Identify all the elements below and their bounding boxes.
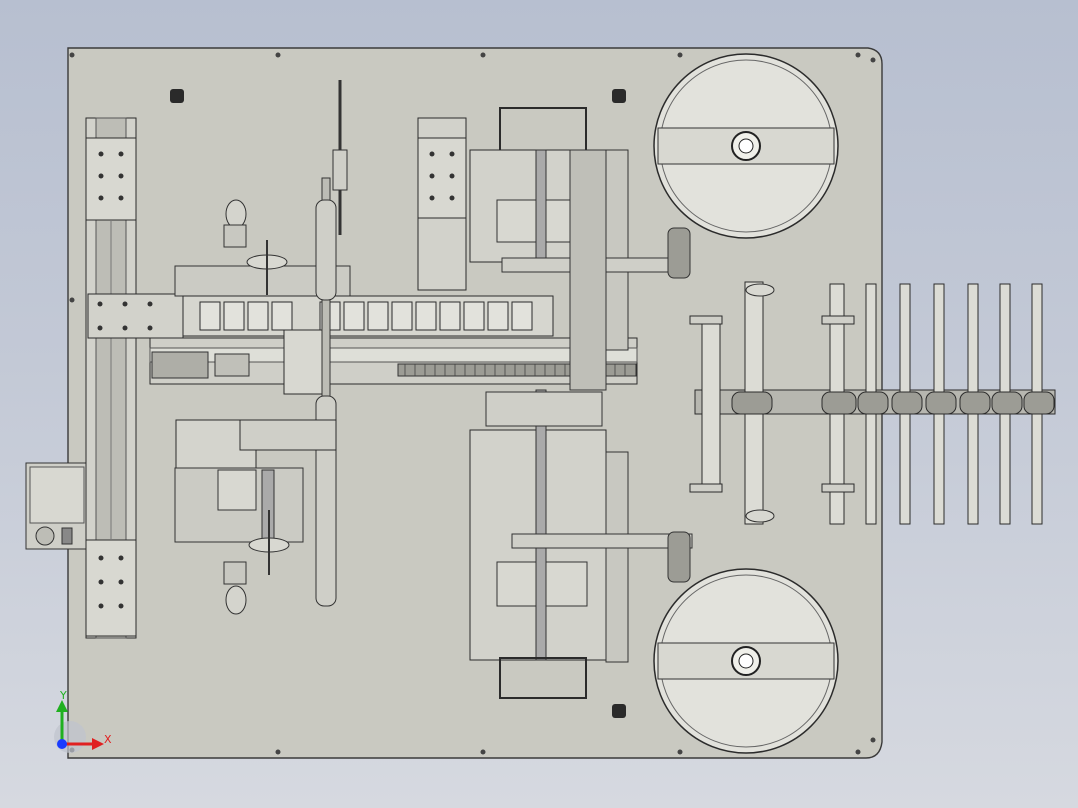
locator-pad [170,89,184,103]
coordinate-triad: Y X [54,689,112,753]
roller-guide-assembly [689,281,1056,525]
handwheel-upper [223,199,288,295]
lower-tension-arm [667,531,691,583]
lower-reel [653,568,839,754]
upper-feed-module [469,107,673,391]
junction-box [25,462,89,550]
upper-mid-module [417,117,467,291]
center-slide-rail [149,329,638,395]
locator-pad [612,704,626,718]
drag-chain [182,295,554,337]
locator-pad [612,89,626,103]
upper-reel [653,53,839,239]
vertical-linear-module [85,117,137,639]
y-axis-label: Y [59,689,67,702]
upper-tension-arm [667,227,691,279]
left-work-block [174,419,337,543]
handwheel-lower [223,510,290,615]
lower-feed-module [469,389,693,699]
x-axis-label: X [104,733,112,746]
